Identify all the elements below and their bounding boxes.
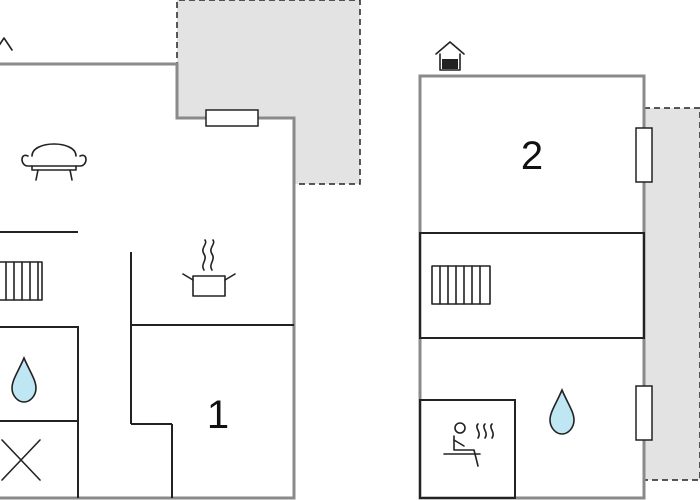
sofa-icon [21, 143, 87, 181]
water-drop-icon [11, 355, 37, 403]
cooking-pot-icon [182, 239, 236, 297]
window [635, 385, 653, 441]
sauna-icon [443, 422, 494, 467]
bathroom-wall [0, 326, 79, 498]
floor-1-outer-wall [0, 62, 296, 500]
stairwell-room [419, 232, 645, 339]
stairs-icon [0, 261, 43, 301]
water-drop-icon [549, 387, 575, 435]
terrace-area [176, 0, 361, 185]
balcony-area [643, 107, 700, 481]
floor-2: 2 [418, 41, 700, 500]
window [205, 109, 259, 127]
floor-number-label: 1 [207, 393, 229, 437]
cross-icon [1, 439, 41, 481]
house-entrance-icon [0, 37, 13, 51]
window [635, 127, 653, 183]
sauna-room [419, 399, 516, 499]
house-entrance-icon [435, 41, 465, 71]
floor-number-label: 2 [521, 134, 543, 178]
floor-1: 1 [0, 0, 361, 500]
stairs-icon [431, 265, 491, 305]
